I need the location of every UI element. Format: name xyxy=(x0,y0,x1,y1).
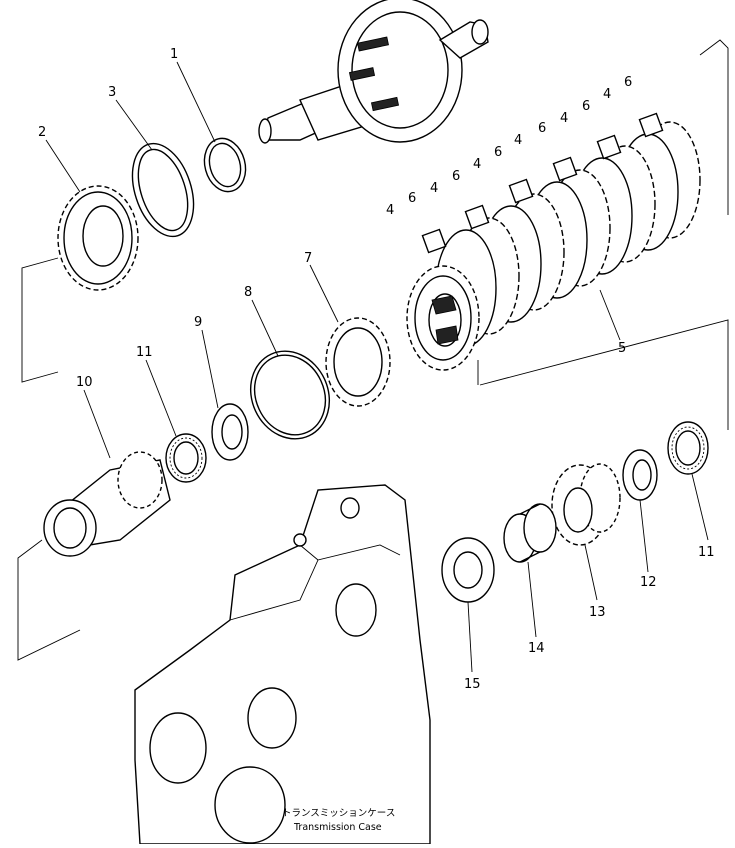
callout-5: 5 xyxy=(618,341,626,356)
plate-6-markers xyxy=(421,112,664,254)
part-8-snap-ring xyxy=(249,350,331,440)
part-2-gear xyxy=(57,185,139,291)
transmission-case xyxy=(134,484,431,845)
callout-10: 10 xyxy=(76,375,93,390)
part-12-washer xyxy=(622,449,658,501)
part-9-washer xyxy=(211,403,249,461)
callout-2: 2 xyxy=(38,125,46,140)
part-10-cluster-gear xyxy=(43,451,171,557)
callout-12: 12 xyxy=(640,575,657,590)
part-14-collar xyxy=(503,503,557,563)
case-caption-english: Transmission Case xyxy=(293,822,382,833)
callout-6-a: 6 xyxy=(408,191,416,206)
case-caption: トランスミッションケース Transmission Case xyxy=(282,808,395,833)
callout-15: 15 xyxy=(464,677,481,692)
callout-9: 9 xyxy=(194,315,202,330)
callout-4-e: 4 xyxy=(560,111,568,126)
leader-lines xyxy=(45,61,709,673)
clutch-plate-pack xyxy=(406,121,701,371)
part-11-left-bearing xyxy=(165,433,207,483)
callout-4-f: 4 xyxy=(603,87,611,102)
part-11-right-bearing xyxy=(667,421,709,475)
callout-13: 13 xyxy=(589,605,606,620)
callout-1: 1 xyxy=(170,47,178,62)
case-caption-japanese: トランスミッションケース xyxy=(282,808,395,819)
part-13-gear xyxy=(551,463,621,546)
callout-11-left: 11 xyxy=(136,345,153,360)
callout-6-b: 6 xyxy=(452,169,460,184)
callout-11-right: 11 xyxy=(698,545,715,560)
callout-4-c: 4 xyxy=(473,157,481,172)
clutch-drum-shaft xyxy=(258,0,489,144)
left-brackets xyxy=(17,257,81,661)
part-3-ring xyxy=(131,142,195,238)
callout-7: 7 xyxy=(304,251,312,266)
clutch-pack-brackets xyxy=(477,39,729,430)
callout-6-c: 6 xyxy=(494,145,502,160)
callout-3: 3 xyxy=(108,85,116,100)
part-15-ball-bearing xyxy=(441,537,495,603)
callout-8: 8 xyxy=(244,285,252,300)
callout-4-d: 4 xyxy=(514,133,522,148)
part-7-gear-ring xyxy=(325,317,391,407)
callout-6-d: 6 xyxy=(538,121,546,136)
part-1-snap-ring xyxy=(203,137,247,193)
callout-6-f: 6 xyxy=(624,75,632,90)
callout-4-b: 4 xyxy=(430,181,438,196)
callout-numbers: 1 2 3 5 7 8 9 10 11 11 12 13 14 15 4 4 4… xyxy=(38,47,715,692)
callout-14: 14 xyxy=(528,641,545,656)
callout-4-a: 4 xyxy=(386,203,394,218)
callout-6-e: 6 xyxy=(582,99,590,114)
